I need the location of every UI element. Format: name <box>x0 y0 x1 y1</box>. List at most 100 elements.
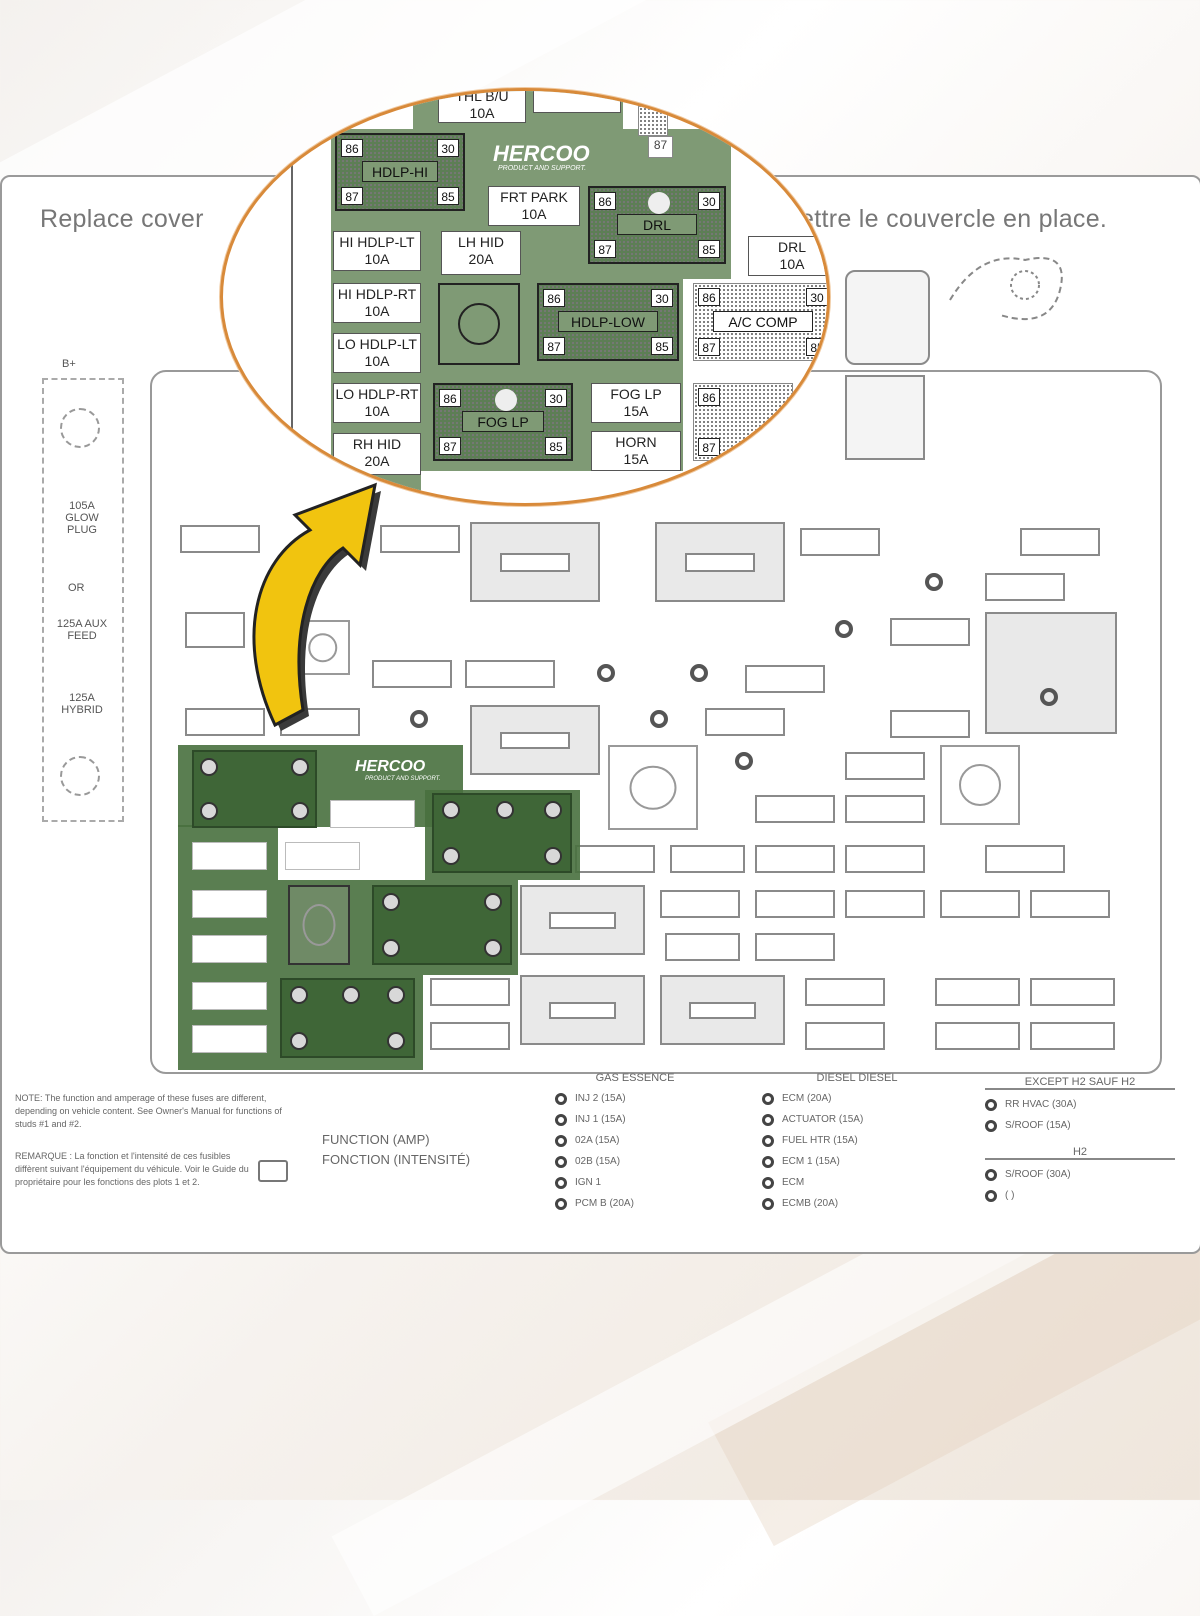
fuse <box>1030 1022 1115 1050</box>
fuse <box>890 618 970 646</box>
fuse <box>185 708 265 736</box>
legend-gas: GAS ESSENCE INJ 2 (15A) INJ 1 (15A) 02A … <box>555 1072 715 1214</box>
relay-label: HDLP-HI <box>362 160 438 183</box>
legend-gas-heading: GAS ESSENCE <box>595 1072 675 1084</box>
fuse <box>670 845 745 873</box>
relay-hdlp-hi: 86 30 87 85 HDLP-HI <box>335 133 465 211</box>
fuse <box>1030 978 1115 1006</box>
fuse-slot <box>638 106 668 136</box>
fuse <box>800 528 880 556</box>
side-stud-column <box>42 378 124 822</box>
stud-icon <box>762 1113 774 1126</box>
fuse <box>660 890 740 918</box>
aux-feed-label: 125A AUX FEED <box>56 618 108 642</box>
hybrid-label: 125A HYBRID <box>61 692 103 716</box>
legend-item: 02B (15A) <box>575 1156 621 1167</box>
fuse <box>330 800 415 828</box>
fuse <box>430 978 510 1006</box>
fuse-slot <box>533 91 621 113</box>
stud-icon <box>60 408 100 448</box>
legend-item: ECM (20A) <box>782 1093 832 1104</box>
fuse <box>845 752 925 780</box>
function-label: FUNCTION (AMP) <box>322 1132 430 1147</box>
brand-tagline: PRODUCT AND SUPPORT. <box>498 165 587 172</box>
brand-logo: HERCOO <box>493 141 590 166</box>
legend-item: ECM 1 (15A) <box>782 1156 840 1167</box>
stud-outline-icon <box>949 257 1063 321</box>
fuse <box>845 795 925 823</box>
legend-item: ( ) <box>1005 1190 1015 1201</box>
divider <box>291 91 293 503</box>
fuse <box>985 573 1065 601</box>
legend-diesel: DIESEL DIESEL ECM (20A) ACTUATOR (15A) F… <box>762 1072 952 1214</box>
stud-icon <box>1040 688 1058 706</box>
stud-icon <box>985 1119 997 1132</box>
maxi-fuse-socket <box>608 745 698 830</box>
fuse <box>745 665 825 693</box>
stud-icon <box>555 1092 567 1105</box>
legend-except-heading: EXCEPT H2 SAUF H2 <box>985 1076 1175 1090</box>
relay-ac-comp: 86 30 87 85 A/C COMP <box>693 283 827 361</box>
relay-label: HDLP-LOW <box>558 310 658 333</box>
stud-icon <box>762 1176 774 1189</box>
relay <box>520 975 645 1045</box>
legend-item: INJ 2 (15A) <box>575 1093 626 1104</box>
stud-icon <box>925 573 943 591</box>
zoom-arrow-icon <box>252 482 381 731</box>
fuse <box>805 1022 885 1050</box>
maxi-fuse-socket <box>288 885 350 965</box>
legend-item: ECM <box>782 1177 805 1188</box>
fuse <box>575 845 655 873</box>
stud-icon <box>985 1098 997 1111</box>
fuse-slot-empty <box>360 838 400 876</box>
relay-hdlp-hi-small <box>192 750 317 828</box>
legend-item: IGN 1 <box>575 1177 602 1188</box>
relay <box>655 522 785 602</box>
relay-label: A/C COMP <box>713 310 813 333</box>
fuse <box>372 660 452 688</box>
relay-label: DRL <box>616 213 698 236</box>
fuse <box>192 982 267 1010</box>
fuse <box>180 525 260 553</box>
pin-87: 87 <box>648 136 673 158</box>
relay-partial: 86 87 <box>693 383 793 461</box>
fuse <box>755 845 835 873</box>
legend-item: INJ 1 (15A) <box>575 1114 626 1125</box>
legend-item: PCM B (20A) <box>575 1198 634 1209</box>
fuse <box>185 612 245 648</box>
fuse <box>192 890 267 918</box>
relay-hdlp-low-small <box>372 885 512 965</box>
fuse <box>192 935 267 963</box>
relay-drl-small <box>432 793 572 873</box>
fuse <box>465 660 555 688</box>
stud-icon <box>410 710 428 728</box>
b-plus-label: B+ <box>62 358 76 370</box>
maxi-fuse-socket <box>940 745 1020 825</box>
stud-icon <box>985 1168 997 1181</box>
stud-icon <box>690 664 708 682</box>
fonction-label: FONCTION (INTENSITÉ) <box>322 1152 471 1167</box>
fuse <box>755 795 835 823</box>
stud-icon <box>555 1155 567 1168</box>
legend-item: 02A (15A) <box>575 1135 620 1146</box>
legend-h2-heading: H2 <box>985 1146 1175 1160</box>
glow-plug-label: 105A GLOW PLUG <box>65 500 99 536</box>
stud-icon <box>835 620 853 638</box>
cover-text-left: Replace cover <box>40 205 204 233</box>
notes-french: REMARQUE : La fonction et l'intensité de… <box>15 1151 249 1187</box>
stud-icon <box>762 1197 774 1210</box>
fuse <box>430 1022 510 1050</box>
maxi-fuse-socket <box>438 283 520 365</box>
fuse <box>380 525 460 553</box>
cover-text-right: ettre le couvercle en place. <box>800 205 1108 233</box>
brand-logo-small: HERCOO <box>355 758 426 775</box>
stud-icon <box>650 710 668 728</box>
